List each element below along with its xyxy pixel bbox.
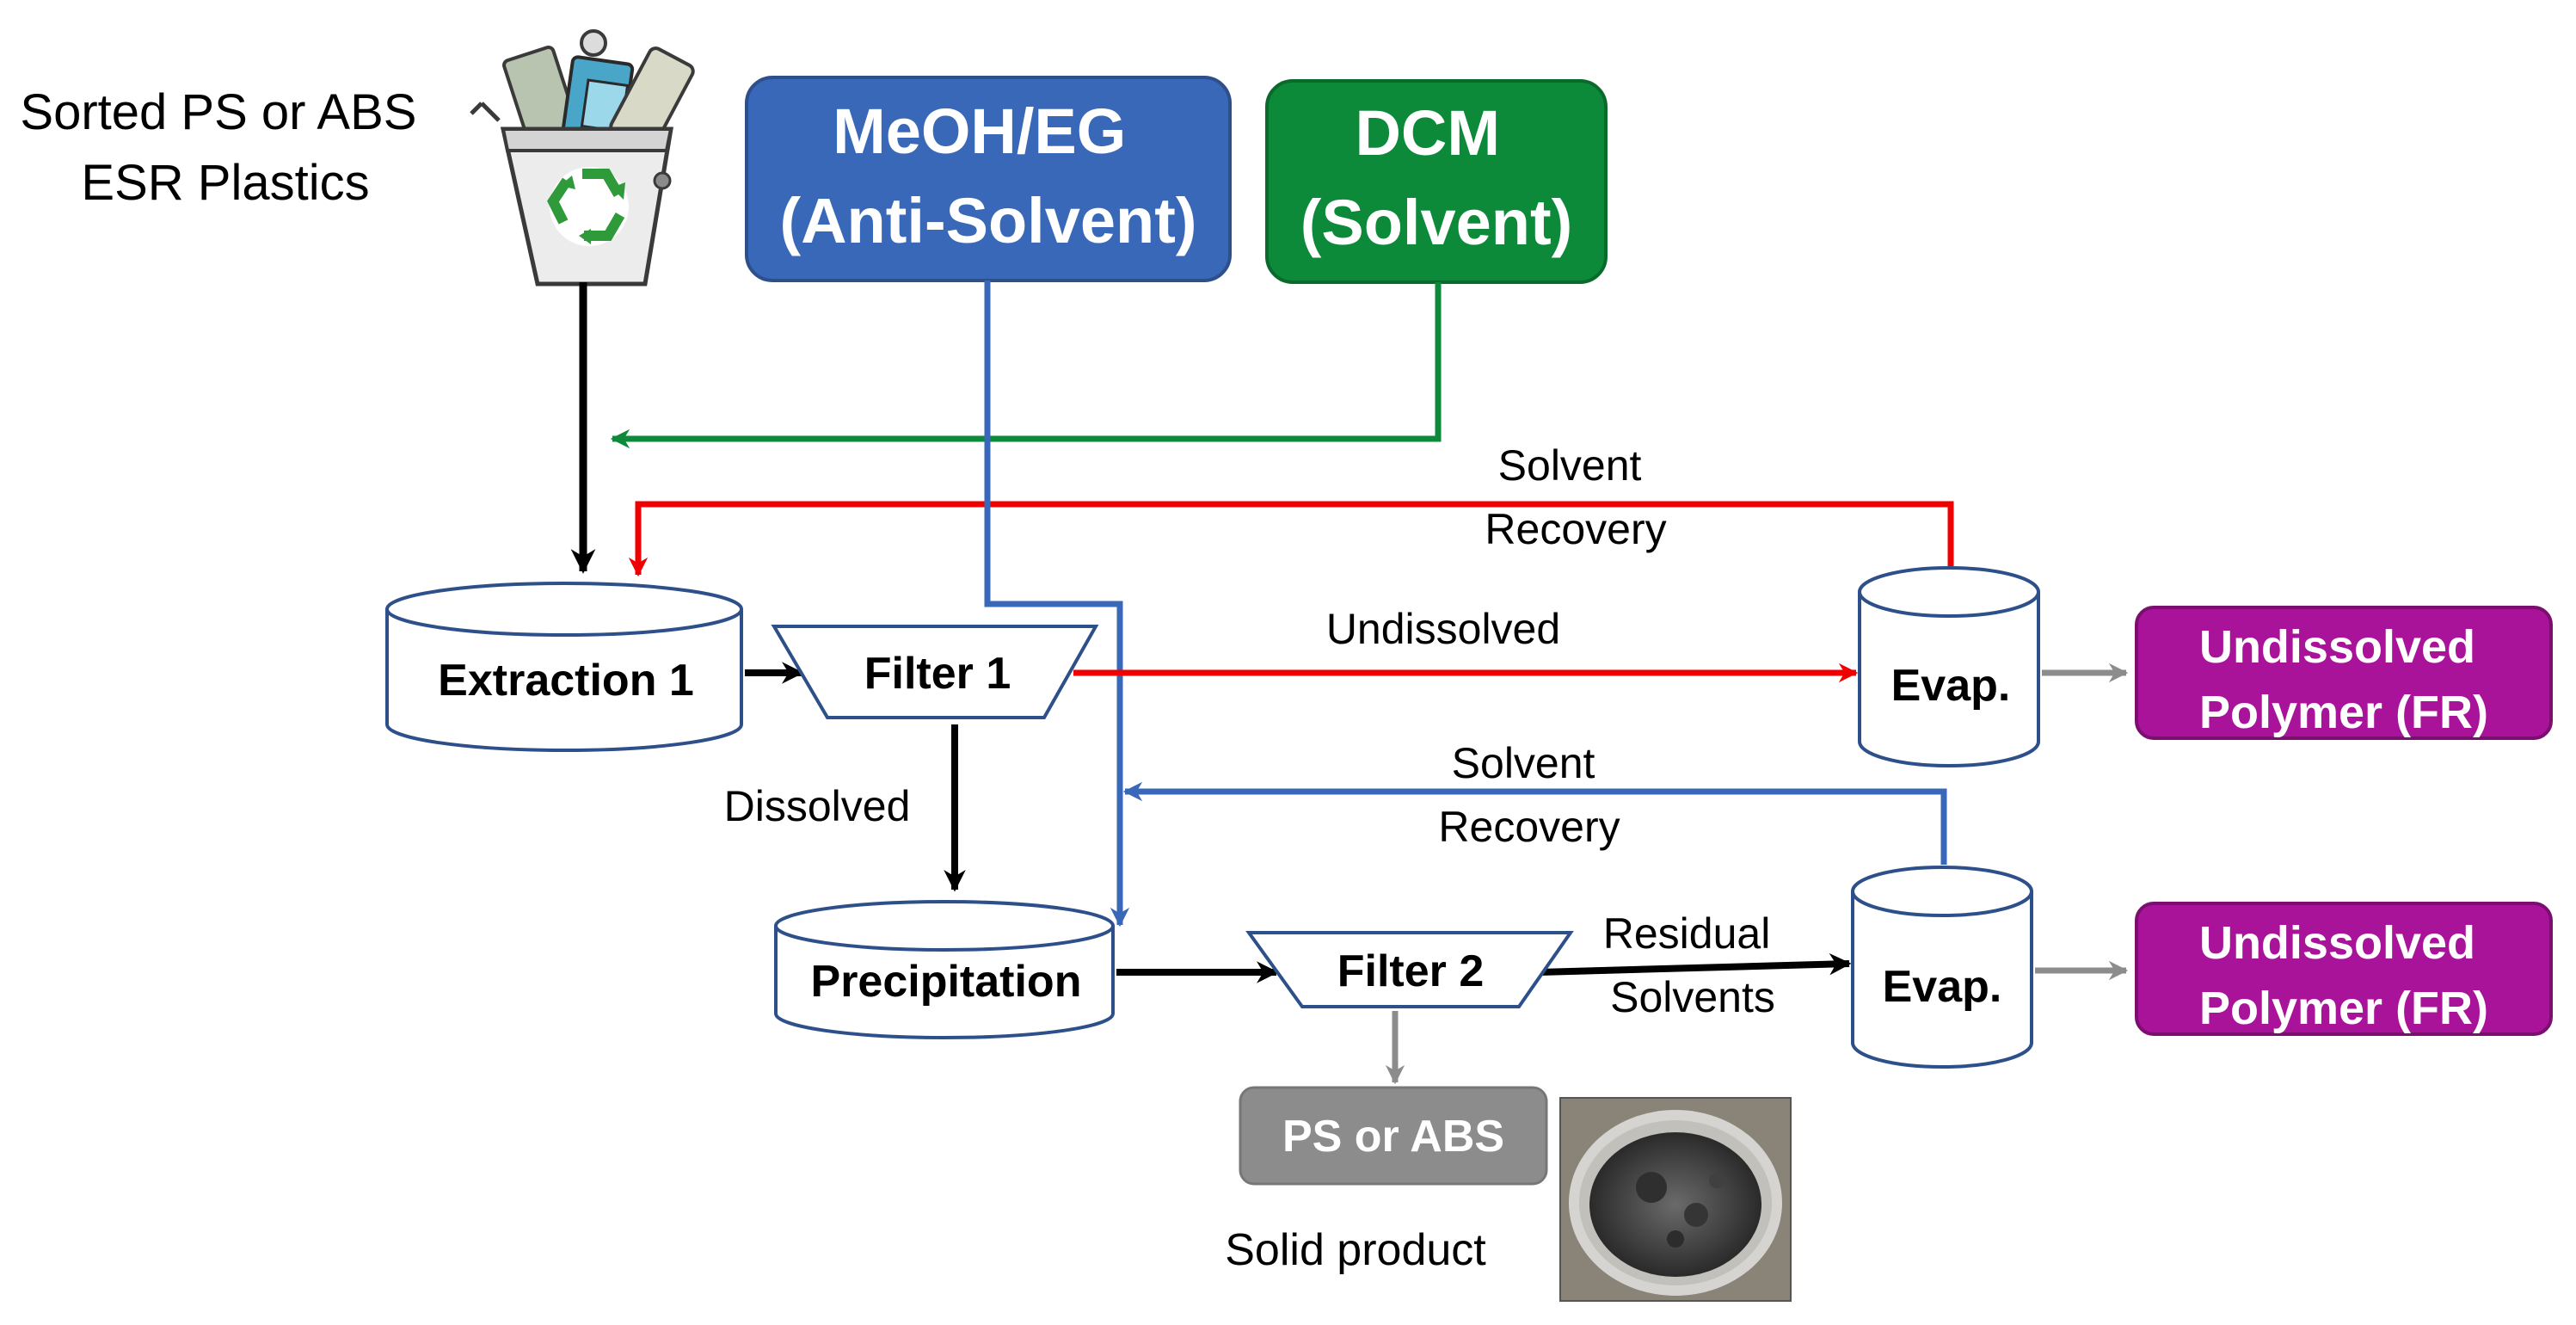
output-bottom-line2: Polymer (FR) [2199,983,2488,1034]
product-box: PS or ABS [1239,1086,1548,1186]
filter1-label: Filter 1 [864,649,1011,699]
output-bottom-line1: Undissolved [2199,917,2475,969]
output-bottom-box: Undissolved Polymer (FR) [2135,902,2553,1036]
extraction-label: Extraction 1 [438,656,694,706]
evap-top-vessel: Evap. [1858,566,2040,767]
arrow-anti-solvent-feed [984,280,1130,928]
solvent-label: DCM (Solvent) [1300,97,1573,258]
anti-solvent-label: MeOH/EG (Anti-Solvent) [779,96,1196,256]
evap-top-label: Evap. [1891,661,2011,711]
solvent-recovery-top-label: Solvent Recovery [1485,441,1666,553]
output-top-box: Undissolved Polymer (FR) [2135,606,2553,740]
product-label: PS or ABS [1282,1112,1504,1162]
evap-bottom-label: Evap. [1883,962,2002,1012]
filter2-unit: Filter 2 [1245,931,1574,1008]
arrow-residual-solvents [1539,952,1852,976]
recycle-bin-icon [470,29,695,287]
source-label-line1: Sorted PS or ABS [20,84,416,140]
residual-solvents-line2: Solvents [1610,973,1775,1021]
evap-bottom-vessel: Evap. [1851,866,2033,1069]
solvent-line1: DCM [1355,97,1500,169]
undissolved-label: Undissolved [1326,605,1560,653]
residual-solvents-label: Residual Solvents [1603,909,1782,1021]
residual-solvents-line1: Residual [1603,909,1771,958]
filter1-unit: Filter 1 [771,625,1099,719]
solvent-recovery-bottom-line1: Solvent [1452,739,1595,787]
extraction-vessel: Extraction 1 [385,582,743,752]
output-bottom-label: Undissolved Polymer (FR) [2199,917,2488,1034]
dissolved-label: Dissolved [724,782,911,830]
output-top-line2: Polymer (FR) [2199,687,2488,738]
recycle-symbol-icon [547,167,629,246]
solvent-recovery-bottom-label: Solvent Recovery [1438,739,1620,851]
output-top-label: Undissolved Polymer (FR) [2199,621,2488,738]
solvent-recovery-bottom-line2: Recovery [1438,803,1620,851]
solvent-recovery-top-line1: Solvent [1498,441,1642,490]
arrow-solvent-recovery-top [628,501,1954,577]
solvent-recovery-top-line2: Recovery [1485,505,1666,553]
filter2-label: Filter 2 [1337,946,1485,996]
arrow-solvent-feed [610,282,1442,449]
source-label: Sorted PS or ABS ESR Plastics [20,84,430,211]
output-top-line1: Undissolved [2199,621,2475,673]
anti-solvent-line1: MeOH/EG [833,96,1126,167]
anti-solvent-line2: (Anti-Solvent) [779,185,1196,256]
arrow-solvent-recovery-bottom [1122,781,1947,865]
product-photo [1559,1097,1792,1302]
source-label-line2: ESR Plastics [81,155,369,211]
precipitation-label: Precipitation [811,957,1082,1007]
precipitation-vessel: Precipitation [774,900,1115,1039]
solvent-line2: (Solvent) [1300,187,1573,258]
solid-product-caption: Solid product [1225,1225,1486,1275]
